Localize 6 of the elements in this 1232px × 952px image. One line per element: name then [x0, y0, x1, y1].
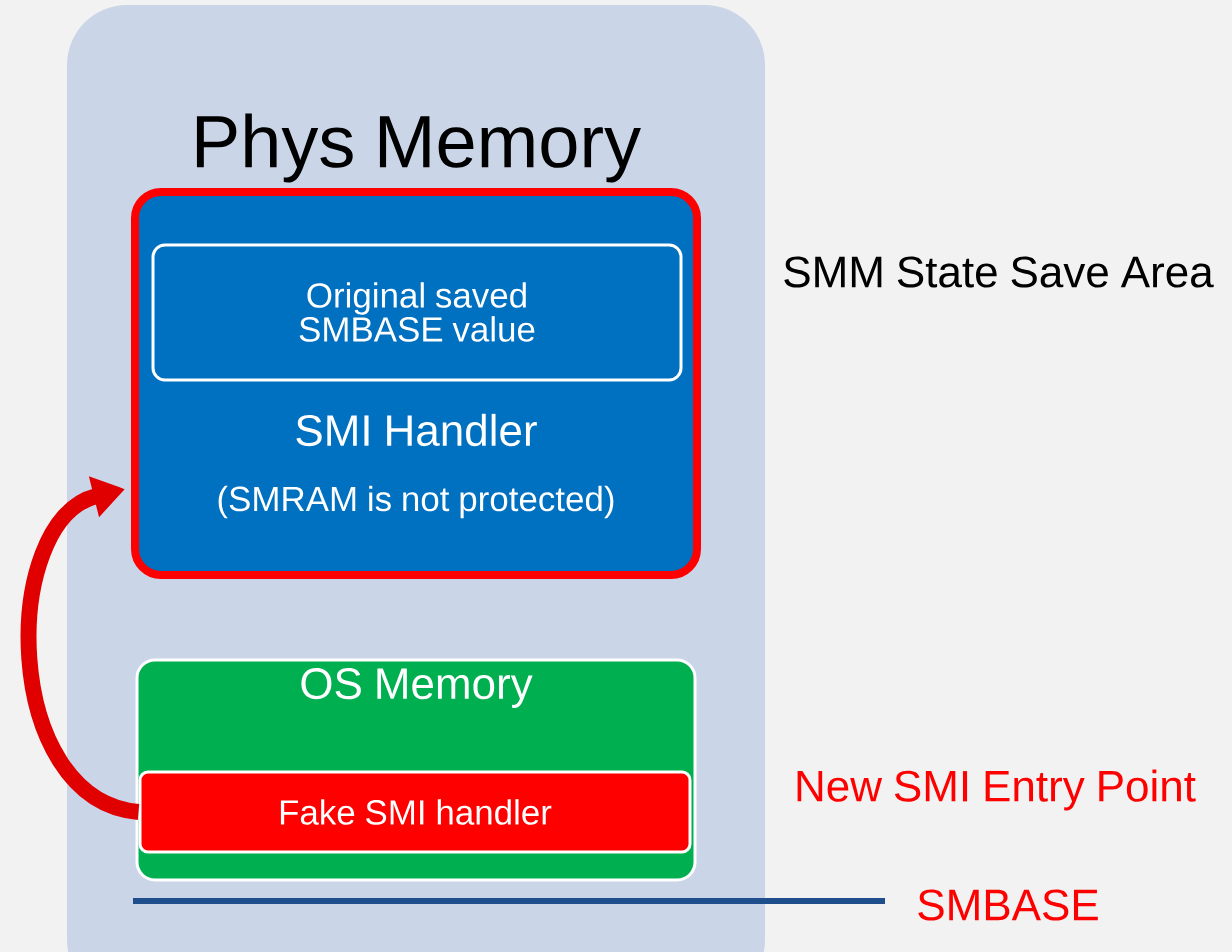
- handler-box: Fake SMI handler: [138, 770, 692, 854]
- value-box: Original saved SMBASE value: [151, 243, 683, 382]
- area-label: SMM State Save Area: [784, 256, 1214, 288]
- smbase-label: SMBASE: [918, 889, 1098, 921]
- entry-point-label: New SMI Entry Point: [797, 769, 1196, 811]
- arrow: [21, 476, 141, 820]
